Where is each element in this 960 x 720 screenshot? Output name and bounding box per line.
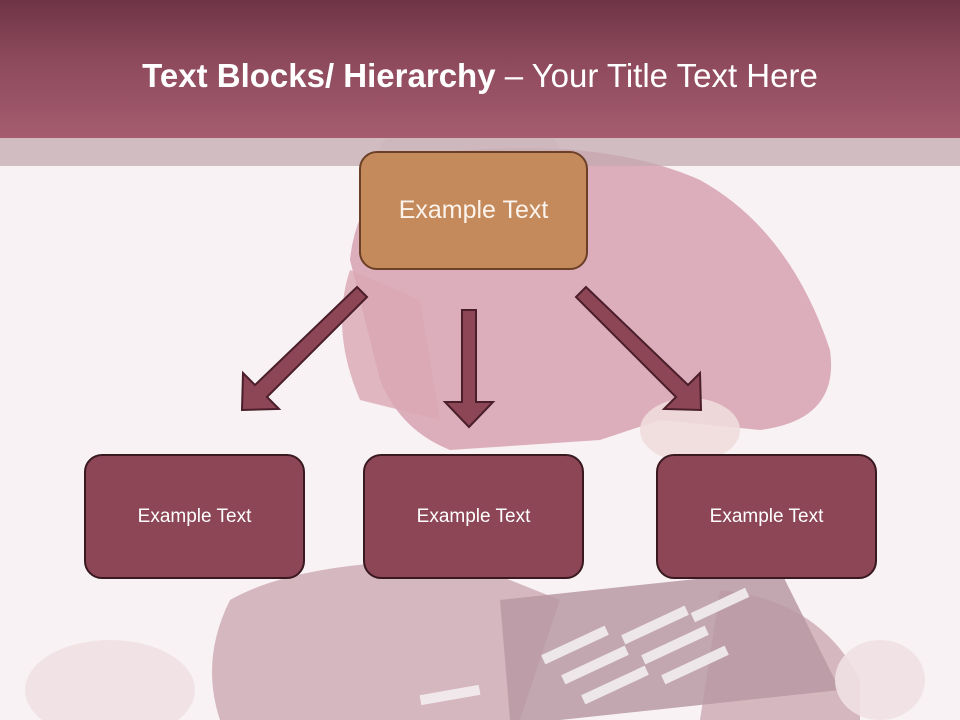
slide-title-dash: – <box>495 57 532 94</box>
arrow-center <box>442 309 496 429</box>
child-text-block-2[interactable]: Example Text <box>363 454 584 579</box>
child-text-block-1[interactable]: Example Text <box>84 454 305 579</box>
slide-title: Text Blocks/ Hierarchy – Your Title Text… <box>0 54 960 98</box>
title-bar <box>0 0 960 138</box>
slide-title-bold: Text Blocks/ Hierarchy <box>142 57 496 94</box>
child-text-block-label: Example Text <box>709 505 824 527</box>
child-text-block-3[interactable]: Example Text <box>656 454 877 579</box>
child-text-block-label: Example Text <box>137 505 252 527</box>
arrow-right <box>574 285 703 412</box>
child-text-block-label: Example Text <box>416 505 531 527</box>
top-text-block-label: Example Text <box>398 196 549 224</box>
slide-title-rest: Your Title Text Here <box>531 57 818 94</box>
top-text-block[interactable]: Example Text <box>359 151 588 270</box>
arrow-left <box>240 285 369 412</box>
